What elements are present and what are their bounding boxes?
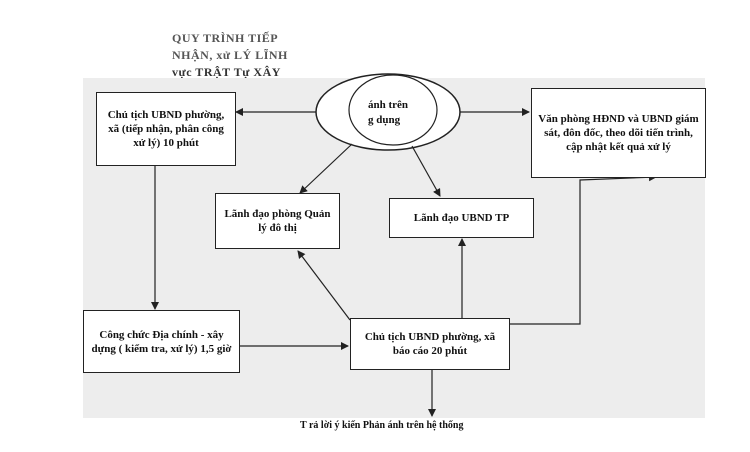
diagram-title: QUY TRÌNH TIẾP NHẬN, xử LÝ LĨNH vực TRẬT…: [172, 30, 288, 81]
source-oval-inner: [348, 74, 438, 146]
chairman-report-box: Chủ tịch UBND phường, xã báo cáo 20 phút: [350, 318, 510, 370]
city-leader-label: Lãnh đạo UBND TP: [413, 212, 510, 224]
council-office-box: Văn phòng HĐND và UBND giám sát, đôn đốc…: [531, 88, 706, 178]
arrow-report-to-office: [510, 173, 657, 325]
oval-line-2: g dụng: [368, 114, 401, 126]
arrow-oval-to-city: [411, 145, 441, 197]
oval-line-1: ánh trên: [368, 99, 409, 111]
cadastral-officer-box: Công chức Địa chính - xây dựng ( kiểm tr…: [83, 310, 240, 373]
title-line-1: QUY TRÌNH TIẾP: [172, 31, 279, 45]
title-line-2: NHẬN, xử LÝ LĨNH: [172, 48, 288, 62]
arrow-report-to-urban: [297, 250, 351, 321]
city-leader-box: Lãnh đạo UBND TP: [389, 198, 534, 238]
chairman-ward-box: Chủ tịch UBND phường, xã (tiếp nhận, phâ…: [96, 92, 236, 166]
arrow-oval-to-urban: [299, 143, 353, 194]
urban-mgmt-box: Lãnh đạo phòng Quản lý đô thị: [215, 193, 340, 249]
footer-caption: T rả lời ý kiến Phản ánh trên hệ thống: [300, 420, 464, 431]
council-office-label: Văn phòng HĐND và UBND giám sát, đôn đốc…: [538, 113, 699, 153]
chairman-ward-label: Chủ tịch UBND phường, xã (tiếp nhận, phâ…: [107, 109, 225, 149]
chairman-report-label: Chủ tịch UBND phường, xã báo cáo 20 phút: [364, 331, 496, 357]
source-oval-label: ánh trên g dụng: [368, 98, 408, 128]
urban-mgmt-label: Lãnh đạo phòng Quản lý đô thị: [224, 208, 331, 234]
title-line-3: vực TRẬT Tự XÂY: [172, 65, 281, 79]
cadastral-officer-label: Công chức Địa chính - xây dựng ( kiểm tr…: [91, 328, 232, 355]
